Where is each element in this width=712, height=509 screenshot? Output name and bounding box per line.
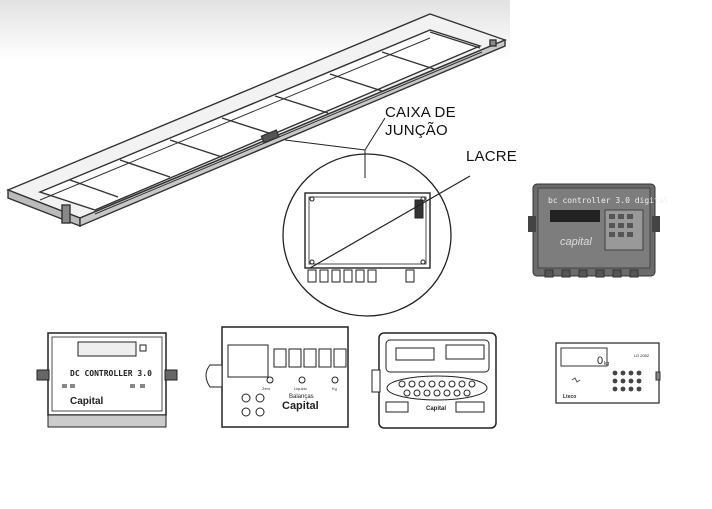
key-zero: Zero (262, 386, 271, 391)
brand-line1: Balanças (289, 394, 314, 400)
brand-line2: Capital (282, 400, 319, 412)
brand-logo: Capital (70, 396, 104, 407)
junction-box-label-line2: JUNÇÃO (385, 122, 448, 139)
display-unit: kg (604, 361, 610, 367)
brand-logo: capital (560, 236, 592, 248)
indicator-compact: 0 kg LD 2052 Lteco (555, 342, 661, 404)
junction-box-callout (282, 117, 471, 317)
junction-box-label-line1: CAIXA DE (385, 104, 456, 121)
key-kg: Kg (332, 386, 337, 391)
display-title: DC CONTROLLER 3.0 (70, 369, 152, 378)
indicator-dc-controller-digital: bc controller 3.0 digital capital (528, 183, 669, 278)
model-number: LD 2052 (634, 353, 650, 358)
display-value: 0 (597, 355, 603, 367)
brand-logo: Capital (426, 406, 446, 412)
brand-logo: Lteco (563, 394, 576, 400)
indicator-dc-controller: DC CONTROLLER 3.0 Capital (36, 332, 178, 428)
scale-frame (6, 13, 507, 228)
key-liquido: Liquido (294, 386, 308, 391)
indicator-balancas-capital: Zero Liquido Kg Balanças Capital (205, 326, 349, 428)
seal-label: LACRE (466, 148, 518, 165)
indicator-model-display: Capital (371, 332, 497, 429)
brand-text: bc controller 3.0 digital (548, 196, 669, 205)
